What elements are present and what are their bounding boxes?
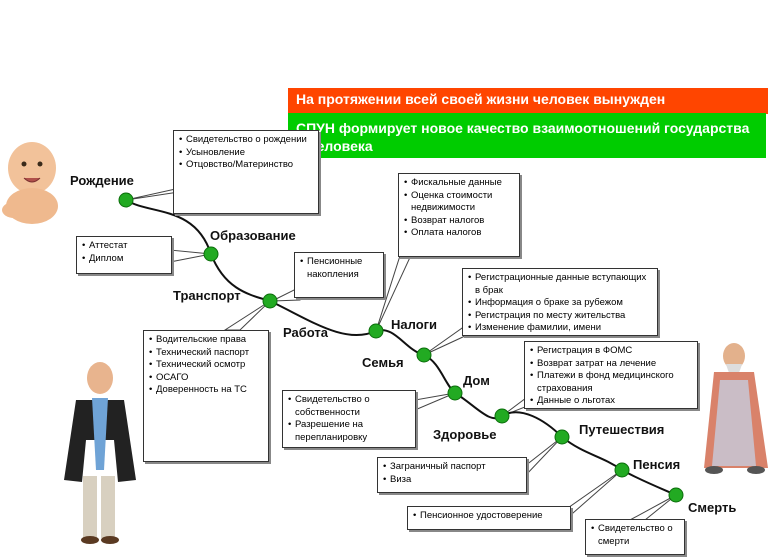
callout-item: Разрешение на перепланировку	[288, 419, 410, 444]
callout-health: Регистрация в ФОМС Возврат затрат на леч…	[524, 341, 698, 409]
banner-obligation: На протяжении всей своей жизни человек в…	[288, 88, 768, 114]
callout-item: Диплом	[82, 253, 166, 266]
callout-item: Виза	[383, 474, 521, 487]
callout-item: Информация о браке за рубежом	[468, 297, 652, 310]
callout-item: Пенсионные накопления	[300, 256, 378, 281]
connector-travel	[524, 436, 563, 478]
node-death[interactable]	[668, 487, 684, 503]
stage-label-work: Работа	[283, 325, 328, 340]
callout-item: Пенсионное удостоверение	[413, 510, 565, 523]
node-education[interactable]	[203, 246, 219, 262]
stage-nodes	[118, 192, 684, 503]
callout-family: Регистрационные данные вступающих в брак…	[462, 268, 658, 336]
stage-label-family: Семья	[362, 355, 404, 370]
connector-transport	[223, 300, 271, 331]
callout-item: Свидетельство о собственности	[288, 394, 410, 419]
stage-label-birth: Рождение	[70, 173, 134, 188]
callout-death: Свидетельство о смерти	[585, 519, 685, 555]
node-family[interactable]	[416, 347, 432, 363]
callout-item: Платежи в фонд медицинского страхования	[530, 370, 692, 395]
callout-taxes: Фискальные данные Оценка стоимости недви…	[398, 173, 520, 257]
callout-item: Доверенность на ТС	[149, 384, 263, 397]
node-health[interactable]	[494, 408, 510, 424]
callout-item: Заграничный паспорт	[383, 461, 521, 474]
baby-icon	[2, 142, 58, 224]
businessman-icon	[64, 362, 136, 544]
callout-home: Свидетельство о собственности Разрешение…	[282, 390, 416, 448]
callout-education: Аттестат Диплом	[76, 236, 172, 274]
callout-item: Аттестат	[82, 240, 166, 253]
callout-item: ОСАГО	[149, 372, 263, 385]
connector-death	[629, 494, 677, 521]
node-transport[interactable]	[262, 293, 278, 309]
callout-work: Пенсионные накопления	[294, 252, 384, 298]
stage-label-education: Образование	[210, 228, 296, 243]
callout-item: Отцовство/Материнство	[179, 159, 313, 172]
stage-label-taxes: Налоги	[391, 317, 438, 332]
callout-item: Технический паспорт	[149, 347, 263, 360]
callout-item: Изменение фамилии, имени	[468, 322, 652, 335]
node-travel[interactable]	[554, 429, 570, 445]
callout-transport: Водительские права Технический паспорт Т…	[143, 330, 269, 462]
callout-item: Регистрационные данные вступающих в брак	[468, 272, 652, 297]
stage-label-home: Дом	[463, 373, 490, 388]
callout-birth: Свидетельство о рождении Усыновление Отц…	[173, 130, 319, 214]
callout-item: Возврат затрат на лечение	[530, 358, 692, 371]
callout-item: Свидетельство о смерти	[591, 523, 679, 548]
node-birth[interactable]	[118, 192, 134, 208]
stage-label-death: Смерть	[688, 500, 737, 515]
stage-label-pension: Пенсия	[633, 457, 681, 472]
callout-travel: Заграничный паспорт Виза	[377, 457, 527, 493]
node-pension[interactable]	[614, 462, 630, 478]
banner-spun-text: СПУН формирует новое качество взаимоотно…	[296, 120, 750, 154]
callout-item: Усыновление	[179, 147, 313, 160]
stage-label-health: Здоровье	[433, 427, 497, 442]
elder-icon	[704, 343, 768, 474]
node-work[interactable]	[368, 323, 384, 339]
callout-item: Водительские права	[149, 334, 263, 347]
callout-item: Оценка стоимости недвижимости	[404, 190, 514, 215]
callout-item: Оплата налогов	[404, 227, 514, 240]
stage-label-travel: Путешествия	[579, 422, 665, 437]
callout-item: Фискальные данные	[404, 177, 514, 190]
callout-pension: Пенсионное удостоверение	[407, 506, 571, 530]
callout-item: Технический осмотр	[149, 359, 263, 372]
callout-item: Свидетельство о рождении	[179, 134, 313, 147]
callout-item: Возврат налогов	[404, 215, 514, 228]
callout-item: Регистрация в ФОМС	[530, 345, 692, 358]
stage-label-transport: Транспорт	[173, 288, 241, 303]
callout-item: Данные о льготах	[530, 395, 692, 408]
banner-obligation-text: На протяжении всей своей жизни человек в…	[296, 91, 666, 107]
banner-spun: СПУН формирует новое качество взаимоотно…	[288, 113, 766, 158]
connector-pension	[564, 469, 623, 522]
node-home[interactable]	[447, 385, 463, 401]
callout-item: Регистрация по месту жительства	[468, 310, 652, 323]
